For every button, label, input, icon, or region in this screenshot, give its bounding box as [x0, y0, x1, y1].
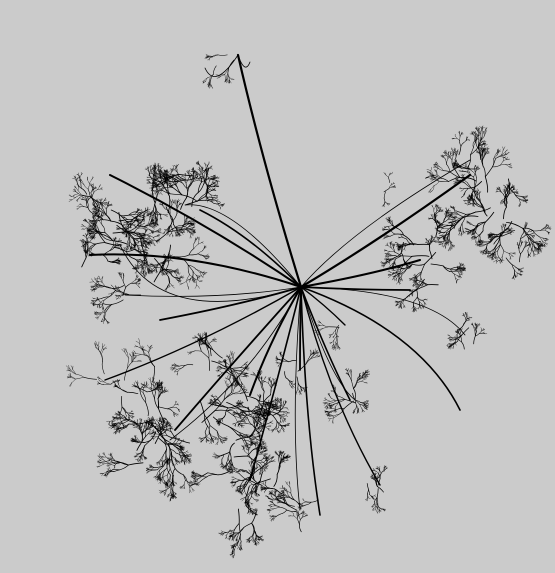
arbor-cluster [446, 312, 488, 350]
arbor-cluster [365, 465, 388, 514]
arbor-cluster [169, 331, 250, 387]
arbor-cluster [65, 340, 142, 387]
dendrite-branch [109, 174, 302, 288]
arbor-cluster [89, 272, 142, 325]
dendrite-branch [299, 173, 472, 289]
arbor-cluster [188, 399, 291, 559]
dendrite-branch [174, 286, 302, 431]
arbor-cluster [380, 203, 466, 313]
arbor-cluster [425, 142, 552, 264]
arbor-cluster [68, 172, 108, 217]
dendrite-branch [236, 53, 303, 289]
dendrite-branch [300, 286, 461, 411]
dendrite-branch [89, 253, 302, 288]
dendrite-branch [300, 286, 321, 516]
arbor-cluster [106, 338, 180, 429]
dendrite-branch [199, 209, 302, 288]
dendrite-branch [300, 286, 346, 326]
arbor-cluster [314, 320, 341, 351]
arbor-cluster [487, 221, 535, 280]
dendrite-branch [300, 286, 381, 486]
arbor-cluster [322, 368, 370, 424]
arbor-cluster [202, 54, 235, 89]
arbor-cluster [451, 125, 488, 170]
connector-branches [119, 54, 471, 511]
dendrite-branch [249, 286, 302, 481]
fine-branches [65, 54, 552, 559]
arbor-cluster [116, 160, 225, 238]
arbor-cluster [275, 348, 321, 396]
arbor-cluster [79, 197, 210, 291]
arbor-cluster [381, 171, 396, 208]
